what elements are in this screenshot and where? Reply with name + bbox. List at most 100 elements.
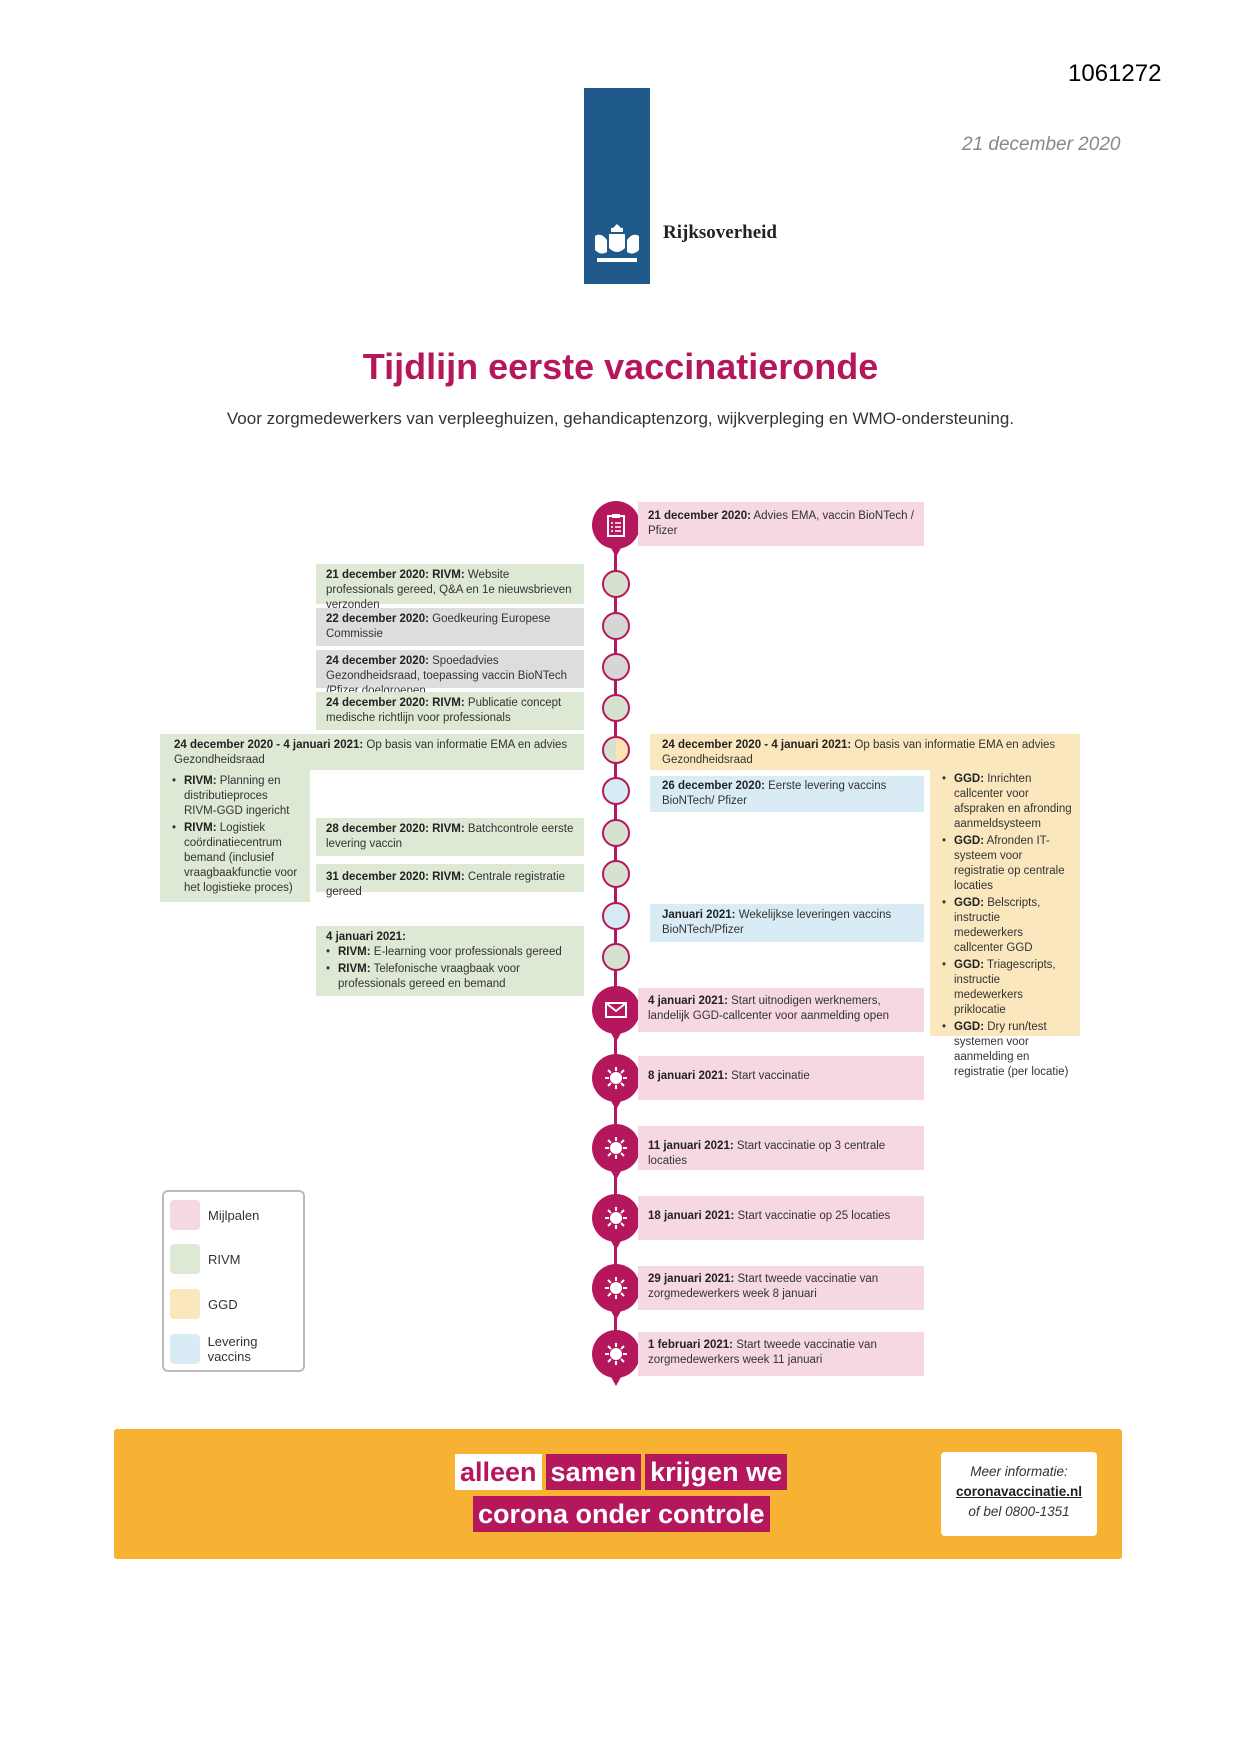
slogan-word: samen xyxy=(545,1454,642,1490)
milestone-node xyxy=(592,1194,640,1250)
slogan: alleen samen krijgen we corona onder con… xyxy=(455,1454,788,1538)
event-date: 22 december 2020: xyxy=(326,613,429,625)
event-text: Publicatie concept medische richtlijn vo… xyxy=(326,697,562,724)
virus-icon xyxy=(605,1207,627,1229)
info-phone: of bel 0800-1351 xyxy=(968,1504,1070,1519)
document-id: 1061272 xyxy=(1068,60,1162,87)
page-title: Tijdlijn eerste vaccinatieronde xyxy=(362,346,879,387)
event-detail-item: RIVM: Telefonische vraagbaak voor profes… xyxy=(326,962,574,992)
event-card: 18 januari 2021: Start vaccinatie op 25 … xyxy=(638,1196,924,1240)
timeline-node xyxy=(602,777,630,805)
event-text: Goedkeuring Europese Commissie xyxy=(326,613,551,640)
event-card: 31 december 2020: RIVM: Centrale registr… xyxy=(316,864,584,898)
event-card: 22 december 2020: Goedkeuring Europese C… xyxy=(316,608,584,646)
event-detail-item: GGD: Inrichten callcenter voor afspraken… xyxy=(942,772,1072,832)
legend-swatch xyxy=(170,1244,200,1274)
event-card: 4 januari 2021: RIVM: E-learning voor pr… xyxy=(316,926,584,996)
event-card: 28 december 2020: RIVM: Batchcontrole ee… xyxy=(316,818,584,856)
event-card: 24 december 2020: RIVM: Publicatie conce… xyxy=(316,692,584,730)
timeline-spine xyxy=(614,520,617,1350)
timeline-node xyxy=(602,943,630,971)
event-date: 24 december 2020 - 4 januari 2021: xyxy=(662,739,852,751)
milestone-node xyxy=(592,1330,640,1386)
event-text: Advies EMA, vaccin BioNTech / Pfizer xyxy=(648,510,914,537)
event-date: 24 december 2020: RIVM: xyxy=(326,697,465,709)
legend-swatch xyxy=(170,1200,200,1230)
event-detail-item: GGD: Dry run/test systemen voor aanmeldi… xyxy=(942,1020,1072,1080)
event-card: Januari 2021: Wekelijkse leveringen vacc… xyxy=(650,904,924,942)
event-date: 29 januari 2021: xyxy=(648,1273,735,1285)
event-card: 4 januari 2021: Start uitnodigen werknem… xyxy=(638,988,924,1032)
event-card: 24 december 2020: Spoedadvies Gezondheid… xyxy=(316,650,584,697)
page-subtitle: Voor zorgmedewerkers van verpleeghuizen,… xyxy=(226,409,1015,428)
slogan-word: krijgen we xyxy=(645,1454,788,1490)
timeline-node xyxy=(602,570,630,598)
event-text: Wekelijkse leveringen vaccins BioNTech/P… xyxy=(662,909,892,936)
legend-item: Mijlpalen xyxy=(170,1200,259,1230)
legend: Mijlpalen RIVM GGD Levering vaccins xyxy=(162,1190,305,1372)
timeline-node xyxy=(602,694,630,722)
event-date: 21 december 2020: xyxy=(648,510,751,522)
event-date: 28 december 2020: RIVM: xyxy=(326,823,465,835)
info-label: Meer informatie: xyxy=(970,1464,1068,1479)
milestone-node xyxy=(592,1124,640,1180)
timeline-node xyxy=(602,736,630,764)
document-date: 21 december 2020 xyxy=(962,134,1121,155)
timeline-node xyxy=(602,653,630,681)
event-date: 8 januari 2021: xyxy=(648,1070,728,1082)
event-card: 8 januari 2021: Start vaccinatie xyxy=(638,1056,924,1100)
virus-icon xyxy=(605,1137,627,1159)
event-detail-item: RIVM: Logistiek coördinatiecentrum beman… xyxy=(172,821,300,896)
legend-swatch xyxy=(170,1289,200,1319)
event-date: 24 december 2020 - 4 januari 2021: xyxy=(174,739,364,751)
slogan-word: corona onder controle xyxy=(473,1496,770,1532)
milestone-node xyxy=(592,986,640,1042)
event-date: 4 januari 2021: xyxy=(326,931,406,943)
event-date: 24 december 2020: xyxy=(326,655,429,667)
event-text: Start vaccinatie op 3 centrale locaties xyxy=(648,1140,886,1167)
timeline-node xyxy=(602,819,630,847)
event-text: Batchcontrole eerste levering vaccin xyxy=(326,823,574,850)
envelope-icon xyxy=(605,1002,627,1018)
legend-swatch xyxy=(170,1334,200,1364)
event-text: Start vaccinatie op 25 locaties xyxy=(734,1210,891,1222)
event-card: 21 december 2020: RIVM: Website professi… xyxy=(316,564,584,611)
event-date: 18 januari 2021: xyxy=(648,1210,735,1222)
milestone-node xyxy=(592,1264,640,1320)
event-date: 26 december 2020: xyxy=(662,780,765,792)
timeline-node xyxy=(602,612,630,640)
event-date: 21 december 2020: RIVM: xyxy=(326,569,465,581)
event-detail-item: GGD: Triagescripts, instructie medewerke… xyxy=(942,958,1072,1018)
logo-text: Rijksoverheid xyxy=(663,222,777,243)
legend-item: GGD xyxy=(170,1289,238,1319)
event-detail-card: RIVM: Planning en distributieproces RIVM… xyxy=(160,770,310,902)
event-text: Start uitnodigen werknemers, landelijk G… xyxy=(648,995,889,1022)
event-card: 21 december 2020: Advies EMA, vaccin Bio… xyxy=(638,502,924,546)
event-card: 24 december 2020 - 4 januari 2021: Op ba… xyxy=(650,734,1080,770)
event-detail-item: RIVM: Planning en distributieproces RIVM… xyxy=(172,774,300,819)
event-date: Januari 2021: xyxy=(662,909,736,921)
milestone-node xyxy=(592,1054,640,1110)
milestone-node xyxy=(592,501,640,557)
info-link[interactable]: coronavaccinatie.nl xyxy=(955,1484,1083,1499)
event-card: 11 januari 2021: Start vaccinatie op 3 c… xyxy=(638,1126,924,1170)
timeline-node xyxy=(602,860,630,888)
slogan-word: alleen xyxy=(455,1454,542,1490)
crest-icon xyxy=(595,224,639,262)
event-date: 1 februari 2021: xyxy=(648,1339,734,1351)
info-box: Meer informatie: coronavaccinatie.nl of … xyxy=(941,1452,1097,1536)
event-card: 24 december 2020 - 4 januari 2021: Op ba… xyxy=(160,734,584,770)
event-date: 4 januari 2021: xyxy=(648,995,728,1007)
event-text: Start vaccinatie xyxy=(727,1070,810,1082)
timeline-node xyxy=(602,902,630,930)
clipboard-icon xyxy=(607,514,625,537)
event-date: 11 januari 2021: xyxy=(648,1140,734,1152)
event-card: 29 januari 2021: Start tweede vaccinatie… xyxy=(638,1266,924,1310)
event-card: 1 februari 2021: Start tweede vaccinatie… xyxy=(638,1332,924,1376)
event-text: Centrale registratie gereed xyxy=(326,871,566,898)
event-text: Op basis van informatie EMA en advies Ge… xyxy=(662,739,1056,766)
event-text: Eerste levering vaccins BioNTech/ Pfizer xyxy=(662,780,887,807)
legend-item: RIVM xyxy=(170,1244,241,1274)
event-text: Start tweede vaccinatie van zorgmedewerk… xyxy=(648,1273,879,1300)
virus-icon xyxy=(605,1343,627,1365)
